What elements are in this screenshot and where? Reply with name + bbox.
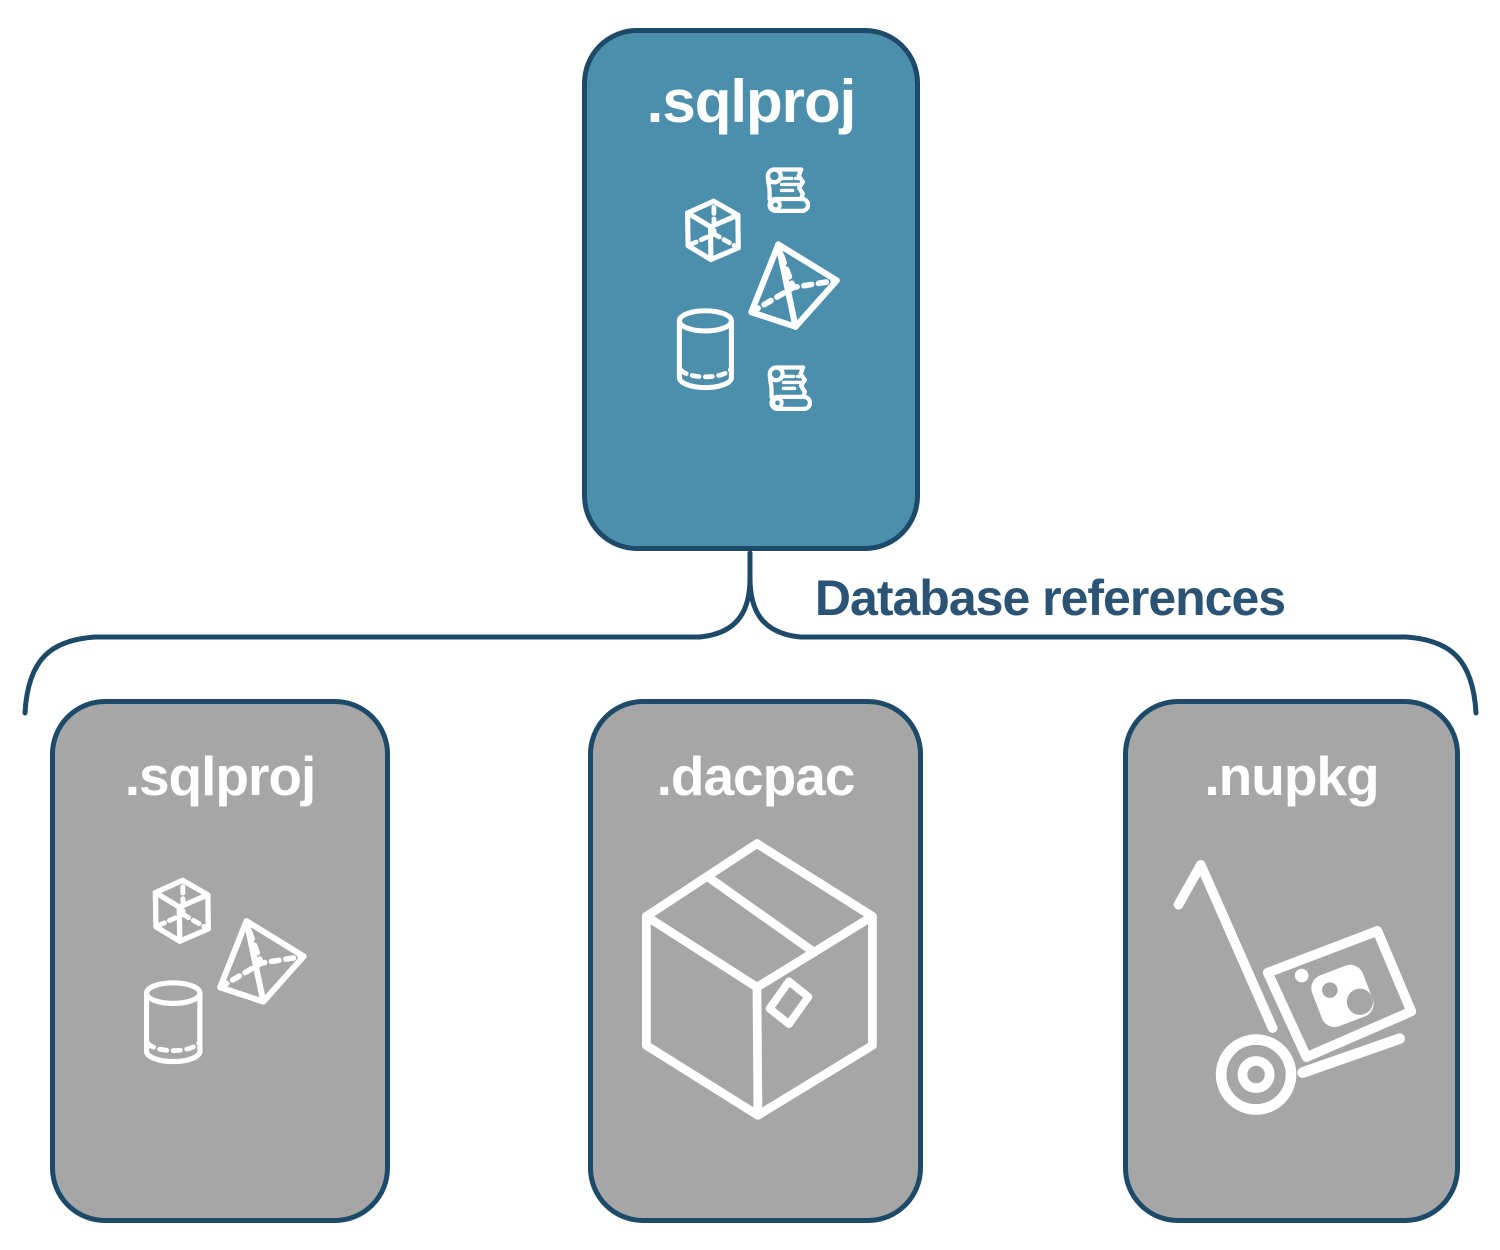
scroll-icon bbox=[770, 367, 810, 408]
pyramid-icon bbox=[205, 909, 313, 1012]
nuget-hand-truck-icon bbox=[1178, 865, 1411, 1110]
node-label: .sqlproj bbox=[646, 68, 857, 135]
node-dacpac-ref: .dacpac bbox=[588, 699, 923, 1223]
package-box-icon bbox=[646, 844, 872, 1116]
cube-icon bbox=[684, 199, 741, 261]
node-label: .sqlproj bbox=[124, 745, 317, 807]
node-sqlproj-ref: .sqlproj bbox=[50, 699, 390, 1223]
pyramid-icon bbox=[735, 232, 845, 338]
cylinder-icon bbox=[147, 983, 200, 1062]
cube-icon bbox=[152, 878, 211, 943]
node-label: .nupkg bbox=[1204, 745, 1379, 807]
connector-label: Database references bbox=[814, 570, 1286, 626]
cylinder-icon bbox=[679, 311, 731, 388]
node-nupkg-ref: .nupkg bbox=[1123, 699, 1460, 1223]
node-sqlproj-root: .sqlproj bbox=[582, 28, 920, 551]
brace-left-half bbox=[22, 550, 753, 716]
node-label: .dacpac bbox=[656, 745, 856, 807]
scroll-icon bbox=[768, 169, 808, 210]
